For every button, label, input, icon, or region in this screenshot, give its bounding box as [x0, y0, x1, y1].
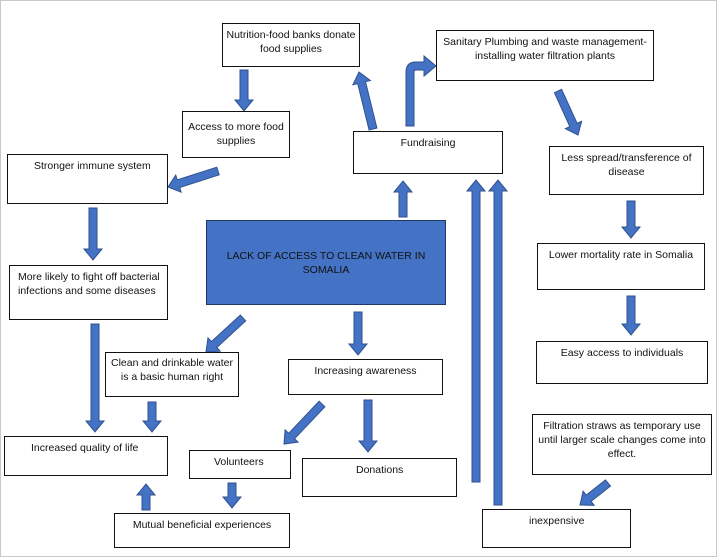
node-volunteers: Volunteers	[189, 450, 291, 479]
arrow-mutual-to-quality	[135, 483, 157, 511]
arrow-straws-to-inexpensive	[579, 479, 612, 506]
arrow-lower-to-easy	[620, 295, 642, 336]
arrow-sanitary-to-less-spread	[553, 88, 583, 136]
arrow-inexpensive-to-fundraising	[487, 179, 509, 506]
arrow-donations-to-fundraising	[465, 179, 487, 483]
node-mutual: Mutual beneficial experiences	[114, 513, 290, 548]
arrow-center-to-fundraising	[392, 180, 414, 218]
node-center: LACK OF ACCESS TO CLEAN WATER IN SOMALIA	[206, 220, 446, 305]
node-immune: Stronger immune system	[7, 154, 168, 204]
arrow-fundraising-to-sanitary	[405, 54, 437, 127]
arrow-access-to-immune	[167, 166, 220, 194]
node-awareness: Increasing awareness	[288, 359, 443, 395]
node-lower-mortality: Lower mortality rate in Somalia	[537, 243, 705, 290]
arrow-center-to-human-right	[205, 314, 247, 353]
node-inexpensive: inexpensive	[482, 509, 631, 548]
arrow-bacterial-to-quality	[84, 323, 106, 433]
node-access-food: Access to more food supplies	[182, 111, 290, 158]
arrow-awareness-to-donations	[357, 399, 379, 453]
arrow-fundraising-to-nutrition	[351, 71, 378, 131]
arrow-awareness-to-volunteers	[283, 400, 326, 445]
arrow-less-spread-to-lower	[620, 200, 642, 239]
arrow-human-right-to-quality	[141, 401, 163, 433]
node-quality-life: Increased quality of life	[4, 436, 168, 476]
node-bacterial: More likely to fight off bacterial infec…	[9, 265, 168, 320]
arrow-immune-to-bacterial	[82, 207, 104, 261]
node-nutrition: Nutrition-food banks donate food supplie…	[222, 23, 360, 67]
node-easy-access: Easy access to individuals	[536, 341, 708, 384]
arrow-nutrition-to-access	[233, 69, 255, 112]
node-human-right: Clean and drinkable water is a basic hum…	[105, 352, 239, 397]
node-straws: Filtration straws as temporary use until…	[532, 414, 712, 475]
node-donations: Donations	[302, 458, 457, 497]
arrow-center-to-awareness	[347, 311, 369, 356]
node-fundraising: Fundraising	[353, 131, 503, 174]
arrow-volunteers-to-mutual	[221, 482, 243, 509]
node-less-spread: Less spread/transference of disease	[549, 146, 704, 195]
node-sanitary: Sanitary Plumbing and waste management- …	[436, 30, 654, 81]
